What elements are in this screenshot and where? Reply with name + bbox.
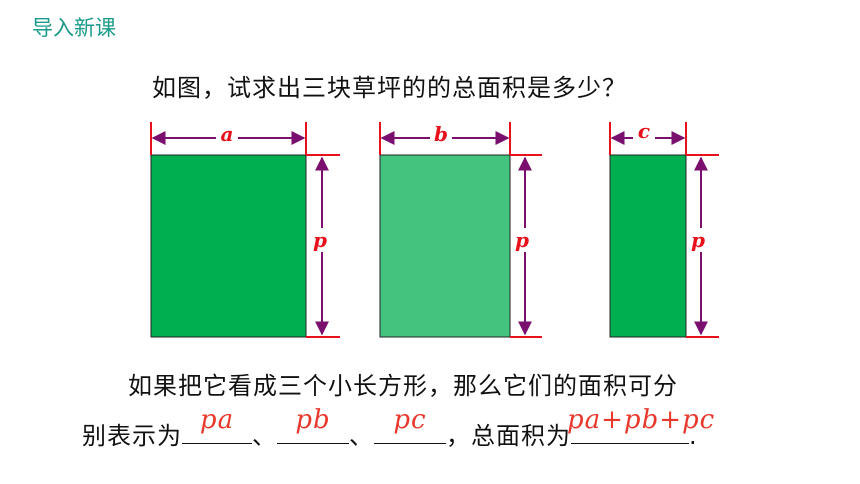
- answer-blank-4: pa+pb+pc: [567, 405, 714, 444]
- line2-end: .: [689, 422, 698, 450]
- label-a: a: [221, 122, 234, 146]
- section-title: 导入新课: [32, 16, 116, 40]
- answer-1: pa: [199, 405, 235, 435]
- label-p-a: p: [313, 228, 327, 252]
- grass-rect-a: [150, 154, 307, 338]
- rect-group-b: b p: [379, 122, 542, 338]
- label-p-c: p: [691, 228, 705, 252]
- grass-rect-b: [379, 154, 511, 338]
- grass-rect-c: [609, 154, 687, 338]
- question-text: 如图，试求出三块草坪的的总面积是多少？: [152, 74, 627, 102]
- answer-blank-2: pb: [277, 405, 349, 444]
- answer-blank-3: pc: [374, 405, 446, 444]
- label-p-b: p: [515, 228, 529, 252]
- separator-2: 、: [349, 422, 374, 450]
- answer-2: pb: [295, 405, 331, 435]
- separator-1: 、: [252, 422, 277, 450]
- answer-blank-1: pa: [182, 405, 252, 444]
- rect-group-c: c p: [609, 119, 719, 338]
- answer-3: pc: [393, 405, 427, 435]
- label-c: c: [638, 119, 650, 143]
- answer-4: pa+pb+pc: [567, 405, 716, 435]
- label-b: b: [434, 122, 448, 146]
- rect-group-a: a p: [150, 122, 340, 338]
- statement-line-1: 如果把它看成三个小长方形，那么它们的面积可分: [128, 372, 678, 400]
- line2-mid: ，总面积为: [446, 422, 571, 450]
- line2-prefix: 别表示为: [82, 422, 182, 450]
